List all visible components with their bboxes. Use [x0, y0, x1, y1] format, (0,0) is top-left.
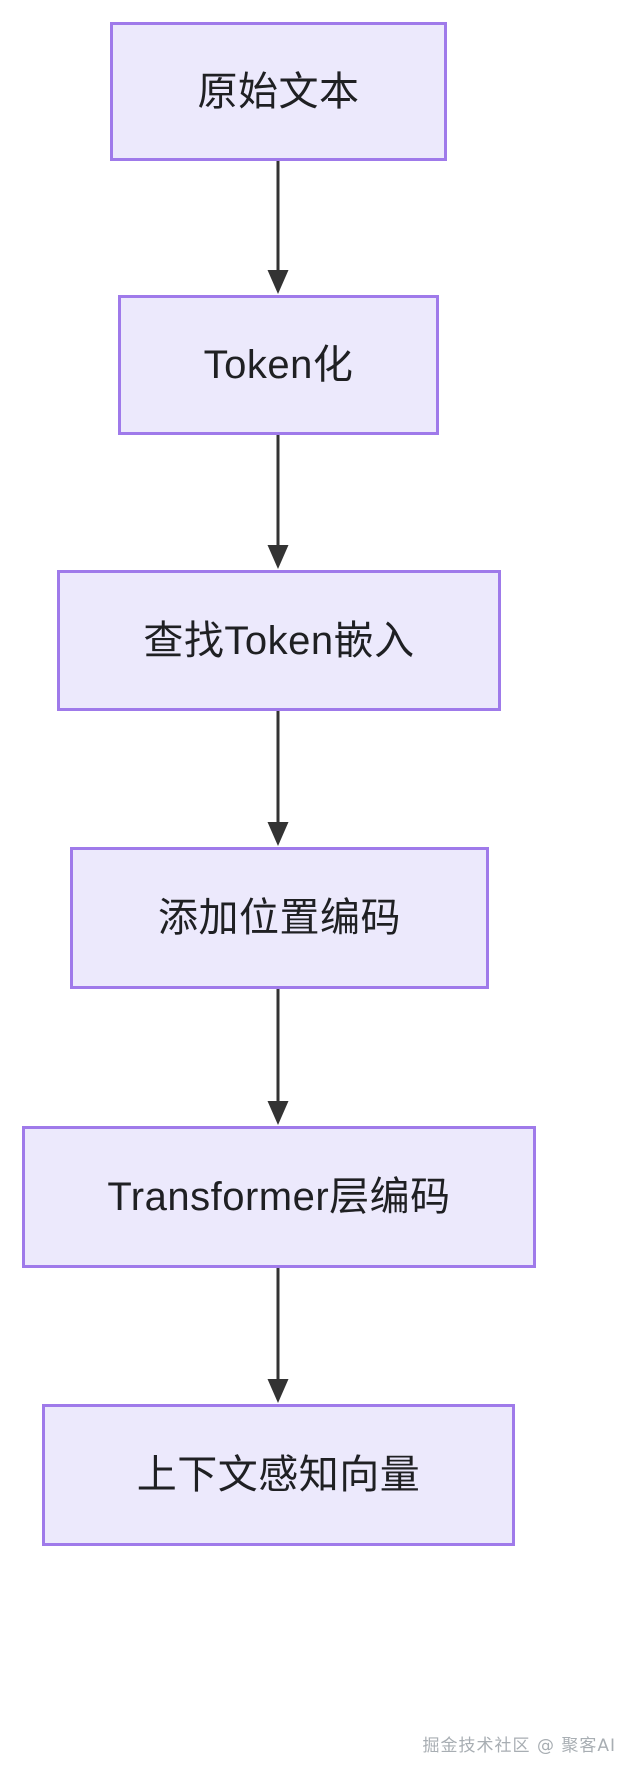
- flow-node-label: Token化: [203, 343, 354, 387]
- flow-node-context-aware-vector[interactable]: 上下文感知向量: [42, 1404, 515, 1546]
- flow-node-add-positional-encoding[interactable]: 添加位置编码: [70, 847, 489, 989]
- arrow-down-icon: [267, 711, 289, 846]
- arrow-down-icon: [267, 1268, 289, 1403]
- arrow-down-icon: [267, 161, 289, 294]
- watermark: 掘金技术社区 @ 聚客AI: [422, 1736, 616, 1756]
- flow-node-label: Transformer层编码: [107, 1175, 451, 1219]
- flow-edge-n0-n1: [263, 161, 293, 296]
- flow-node-transformer-layer-encoding[interactable]: Transformer层编码: [22, 1126, 536, 1268]
- flow-node-label: 查找Token嵌入: [143, 618, 415, 663]
- flow-node-raw-text[interactable]: 原始文本: [110, 22, 447, 161]
- flow-edge-n1-n2: [263, 435, 293, 571]
- flow-node-label: 添加位置编码: [158, 896, 401, 940]
- flow-node-lookup-token-embedding[interactable]: 查找Token嵌入: [57, 570, 501, 711]
- arrow-down-icon: [267, 435, 289, 569]
- flow-node-label: 上下文感知向量: [136, 1453, 421, 1497]
- arrow-down-icon: [267, 989, 289, 1125]
- flow-edge-n3-n4: [263, 989, 293, 1127]
- flow-edge-n2-n3: [263, 711, 293, 848]
- flow-node-label: 原始文本: [197, 69, 360, 114]
- flow-edge-n4-n5: [263, 1268, 293, 1405]
- flow-node-tokenization[interactable]: Token化: [118, 295, 439, 435]
